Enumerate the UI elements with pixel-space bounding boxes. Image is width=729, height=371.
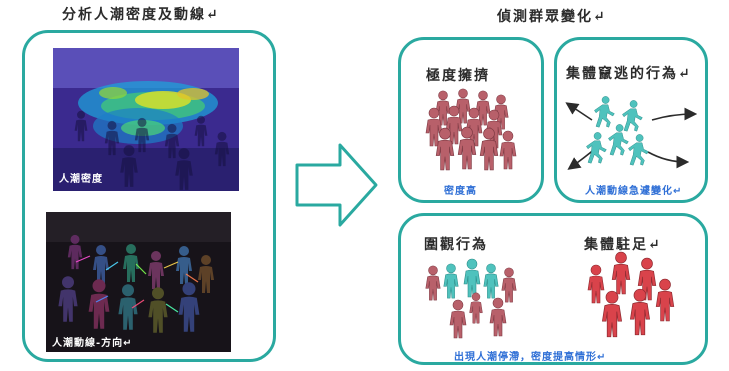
group-escape-heading: 集體竄逃的行為↵	[566, 66, 692, 82]
escape-arrow-4	[647, 151, 690, 169]
density-heatmap-image	[53, 48, 239, 191]
gathering-heading-right: 集體駐足↵	[584, 237, 662, 253]
escape-arrow-1	[565, 102, 593, 121]
flow-photo-label: 人潮動線-方向↵	[52, 338, 133, 349]
group-escape-note: 人潮動線急遽變化↵	[585, 186, 683, 197]
right-title: 偵測群眾變化↵	[497, 9, 607, 25]
dense-crowd-heading: 極度擁擠	[426, 68, 490, 84]
escape-arrow-2	[651, 107, 698, 121]
dense-crowd-illustration	[425, 88, 517, 171]
left-title: 分析人潮密度及動線↵	[62, 7, 220, 23]
gathering-heading-left: 圍觀行為	[424, 237, 488, 253]
flow-direction-image	[46, 212, 231, 352]
density-photo-label: 人潮密度	[59, 174, 103, 185]
onlooker-crowd-illustration	[425, 258, 517, 339]
gathering-note: 出現人潮停滯，密度提高情形↵	[454, 352, 607, 363]
density-heatmap-photo: 人潮密度	[53, 48, 239, 191]
flow-direction-photo: 人潮動線-方向↵	[46, 212, 231, 352]
standing-crowd-illustration	[587, 251, 675, 338]
dense-crowd-note: 密度高	[444, 186, 477, 197]
group-escape-illustration	[565, 96, 698, 170]
right-arrow-icon	[295, 143, 378, 227]
